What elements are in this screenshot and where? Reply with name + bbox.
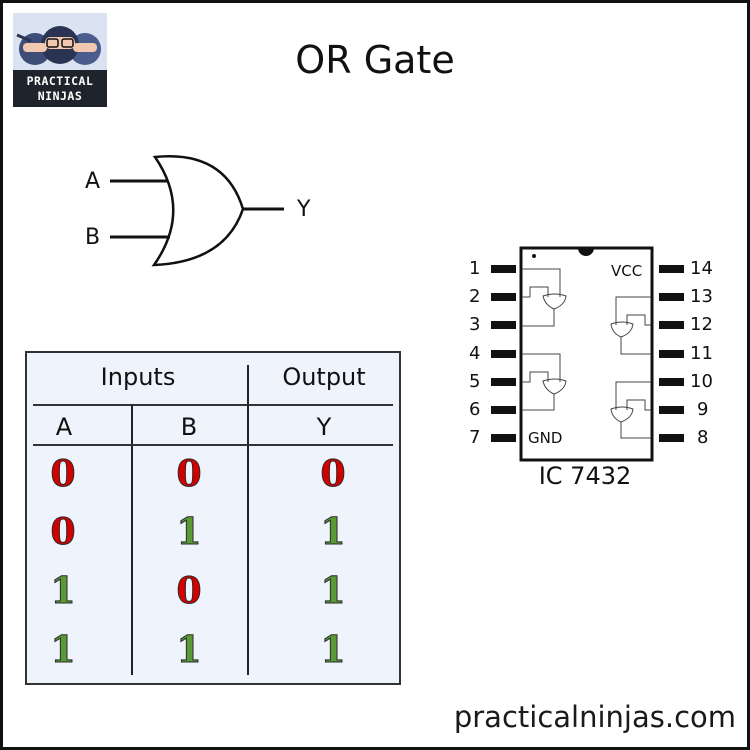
inputs-header: Inputs <box>100 363 176 391</box>
pin-number: 8 <box>697 427 709 448</box>
left-pins <box>491 265 516 442</box>
row-1-a: 0 <box>50 453 76 495</box>
pin-number: 10 <box>690 371 713 392</box>
column-b-header: B <box>180 413 198 441</box>
output-header: Output <box>282 363 366 391</box>
row-3-y: 1 <box>320 570 346 612</box>
row-1-y: 0 <box>320 453 346 495</box>
row-2-a: 0 <box>50 511 76 553</box>
row-4-a: 1 <box>50 629 76 671</box>
logo-text-band: PRACTICAL NINJAS <box>13 70 107 107</box>
website-url: practicalninjas.com <box>453 700 736 734</box>
row-4-b: 1 <box>176 629 202 671</box>
row-2-y: 1 <box>320 511 346 553</box>
pin-number: 5 <box>469 371 481 392</box>
gate-input-a-label: A <box>85 169 101 194</box>
row-1-b: 0 <box>176 453 202 495</box>
column-a-header: A <box>55 413 73 441</box>
gate-output-label: Y <box>297 197 311 222</box>
gnd-label: GND <box>528 429 563 447</box>
header-divider <box>247 365 249 405</box>
column-header-separator <box>33 444 393 446</box>
column-divider-1 <box>131 405 133 675</box>
page-title: OR Gate <box>295 38 455 82</box>
row-3-a: 1 <box>50 570 76 612</box>
ninja-faces-icon <box>16 26 101 65</box>
internal-gates <box>522 268 651 439</box>
pin-number: 14 <box>690 258 713 279</box>
pin-number: 6 <box>469 399 481 420</box>
pin-number: 11 <box>690 343 713 364</box>
ic-label: IC 7432 <box>538 462 632 490</box>
pin-number: 3 <box>469 314 481 335</box>
pin-number: 4 <box>469 343 481 364</box>
gate-input-b-label: B <box>85 225 101 250</box>
logo-line-2: NINJAS <box>37 89 83 103</box>
row-2-b: 1 <box>176 511 202 553</box>
truth-table: Inputs Output A B Y 0 0 0 0 1 1 1 0 1 1 … <box>25 351 401 685</box>
pin-number: 9 <box>697 399 709 420</box>
pin1-dot <box>532 254 536 258</box>
pin-number: 1 <box>469 258 481 279</box>
vcc-label: VCC <box>611 262 643 280</box>
pin-number: 12 <box>690 314 713 335</box>
column-y-header: Y <box>316 413 332 441</box>
ic-notch <box>578 248 594 256</box>
row-4-y: 1 <box>320 629 346 671</box>
pin-number: 2 <box>469 286 481 307</box>
right-pins <box>659 265 684 442</box>
practical-ninjas-logo: PRACTICAL NINJAS <box>13 13 107 107</box>
header-separator <box>33 404 393 406</box>
pin-number: 7 <box>469 427 481 448</box>
or-gate-body <box>151 155 245 267</box>
column-divider-2 <box>247 405 249 675</box>
logo-line-1: PRACTICAL <box>26 74 94 88</box>
pin-number: 13 <box>690 286 713 307</box>
row-3-b: 0 <box>176 570 202 612</box>
